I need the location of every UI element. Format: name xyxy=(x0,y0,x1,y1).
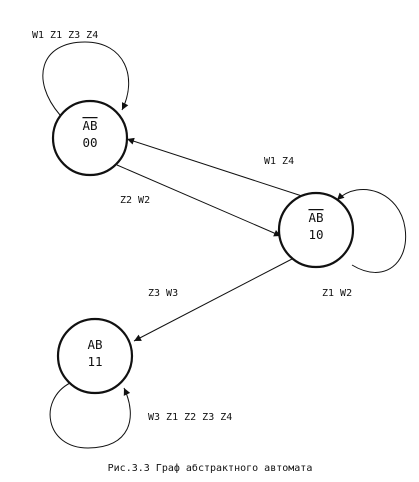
edge-10-11-label: Z3 W3 xyxy=(148,288,178,299)
loop-10-label: Z1 W2 xyxy=(322,288,352,299)
edge-10-00-label: W1 Z4 xyxy=(264,156,294,167)
loop-edge-11 xyxy=(49,382,131,449)
state-11-node xyxy=(56,317,134,395)
edge-00-10-label: Z2 W2 xyxy=(120,195,150,206)
edge-00-to-10 xyxy=(116,164,282,237)
state-10-label: AB xyxy=(308,210,323,225)
state-00-label: AB xyxy=(82,118,97,133)
edge-10-to-11 xyxy=(133,258,293,342)
edge-10-to-00 xyxy=(126,137,306,198)
loop-00-label: W1 Z1 Z3 Z4 xyxy=(32,30,98,41)
loop-edge-00 xyxy=(42,41,130,116)
figure-caption: Рис.3.3 Граф абстрактного автомата xyxy=(108,462,313,474)
state-10-code: 10 xyxy=(308,227,323,242)
state-11-code: 11 xyxy=(87,354,102,369)
loop-edge-10 xyxy=(336,189,407,273)
loop-11-label: W3 Z1 Z2 Z3 Z4 xyxy=(148,412,232,423)
state-00-node xyxy=(51,99,129,177)
state-11-label: AB xyxy=(87,337,102,352)
state-00-code: 00 xyxy=(82,135,97,150)
state-10-node xyxy=(277,191,355,269)
